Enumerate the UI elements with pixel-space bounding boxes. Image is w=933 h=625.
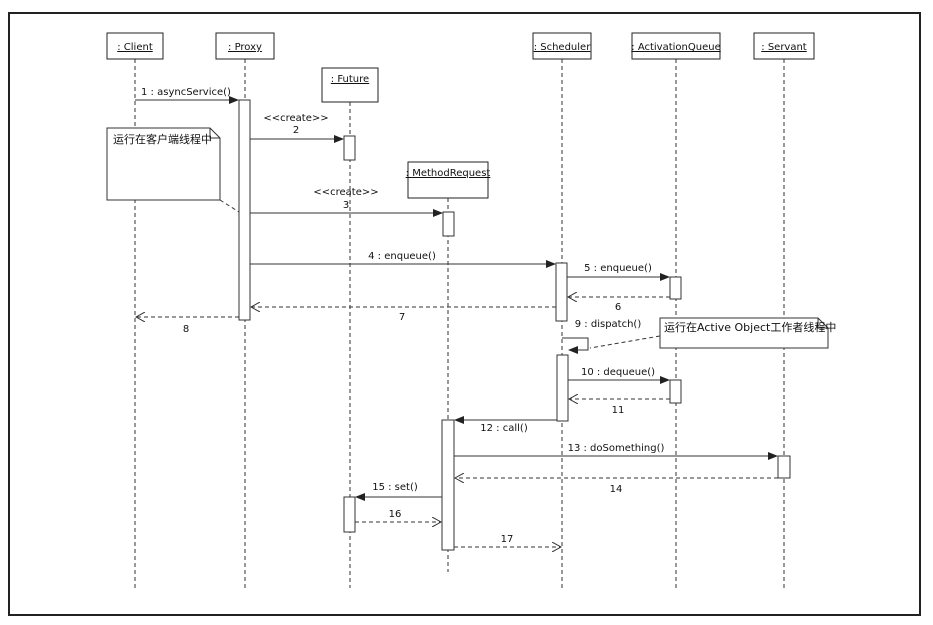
svg-text:16: 16 xyxy=(389,509,402,520)
message-15: 15 : set() xyxy=(355,482,442,501)
svg-text:9 : dispatch(): 9 : dispatch() xyxy=(575,319,642,330)
note-client-thread: 运行在客户端线程中 xyxy=(106,127,240,213)
message-12: 12 : call() xyxy=(454,416,557,434)
svg-text:<<create>>: <<create>> xyxy=(313,187,378,198)
svg-text:2: 2 xyxy=(293,125,299,136)
message-6: 6 xyxy=(568,297,670,313)
note-worker-thread-text: 运行在Active Object工作者线程中 xyxy=(664,320,836,334)
svg-text:6: 6 xyxy=(615,302,621,313)
svg-text:14: 14 xyxy=(610,484,623,495)
svg-text:8: 8 xyxy=(183,324,189,335)
svg-text:<<create>>: <<create>> xyxy=(263,113,328,124)
message-3: <<create>> 3 xyxy=(250,187,443,217)
lifeline-scheduler-label: : Scheduler xyxy=(534,42,592,53)
message-11: 11 xyxy=(569,399,670,416)
message-13: 13 : doSomething() xyxy=(454,443,778,460)
lifeline-proxy-label: : Proxy xyxy=(228,42,262,53)
note-client-thread-text: 运行在客户端线程中 xyxy=(113,132,212,146)
svg-text:12 : call(): 12 : call() xyxy=(480,423,528,434)
svg-text:13 : doSomething(): 13 : doSomething() xyxy=(568,443,665,454)
message-16: 16 xyxy=(355,509,441,522)
lifeline-servant: : Servant xyxy=(753,32,815,60)
lifeline-proxy: : Proxy xyxy=(215,32,275,60)
lifeline-future: : Future xyxy=(321,67,379,103)
svg-text:3: 3 xyxy=(343,200,349,211)
lifeline-scheduler: : Scheduler xyxy=(532,32,592,60)
lifeline-servant-label: : Servant xyxy=(761,42,807,53)
message-7: 7 xyxy=(251,307,556,323)
lifeline-method-request: : MethodRequest xyxy=(406,161,491,199)
message-2: <<create>> 2 xyxy=(250,113,344,143)
svg-text:17: 17 xyxy=(501,534,514,545)
lifeline-client: : Client xyxy=(106,32,164,60)
message-8: 8 xyxy=(136,317,239,335)
svg-text:15 : set(): 15 : set() xyxy=(372,482,418,493)
lifeline-activation-queue-label: : ActivationQueue xyxy=(631,42,720,53)
message-14: 14 xyxy=(455,478,778,495)
message-17: 17 xyxy=(454,534,561,547)
message-10: 10 : dequeue() xyxy=(568,367,670,384)
diagram-frame xyxy=(8,12,921,616)
lifeline-client-label: : Client xyxy=(117,42,153,53)
svg-text:5 : enqueue(): 5 : enqueue() xyxy=(584,263,652,274)
svg-text:11: 11 xyxy=(612,405,625,416)
svg-text:4 : enqueue(): 4 : enqueue() xyxy=(368,251,436,262)
message-4: 4 : enqueue() xyxy=(250,251,556,268)
message-9: 9 : dispatch() xyxy=(562,319,642,354)
lifeline-method-request-label: : MethodRequest xyxy=(406,168,491,179)
lifeline-activation-queue: : ActivationQueue xyxy=(631,32,721,60)
svg-text:7: 7 xyxy=(399,312,405,323)
lifeline-future-label: : Future xyxy=(331,74,369,85)
note-worker-thread: 运行在Active Object工作者线程中 xyxy=(589,317,836,349)
message-5: 5 : enqueue() xyxy=(567,263,670,281)
message-1: 1 : asyncService() xyxy=(135,87,239,104)
svg-text:1 : asyncService(): 1 : asyncService() xyxy=(141,87,231,98)
activation-bars xyxy=(238,99,791,551)
svg-text:10 : dequeue(): 10 : dequeue() xyxy=(581,367,655,378)
